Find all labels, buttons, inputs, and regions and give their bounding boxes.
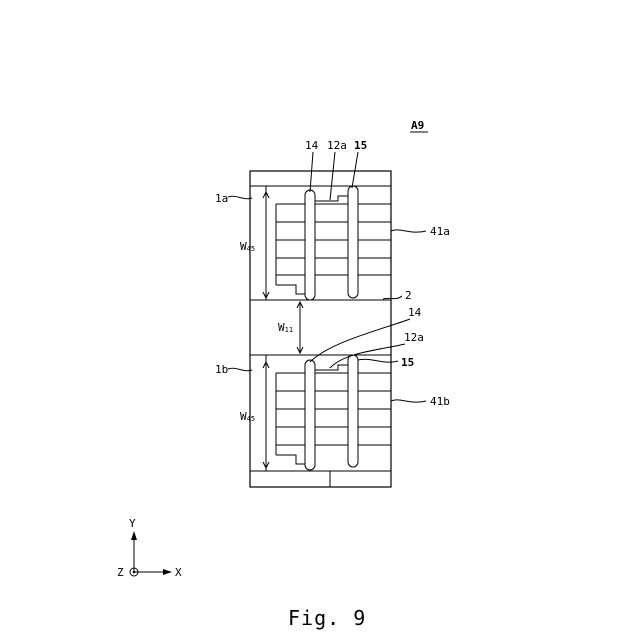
y-axis-arrowhead — [131, 531, 137, 540]
pin-15-top — [348, 186, 358, 298]
axis-label-y: Y — [129, 517, 136, 530]
axis-indicator — [130, 531, 172, 576]
leader-14-bottom — [310, 319, 410, 362]
label-41a: 41a — [430, 225, 450, 238]
outer-frame — [250, 171, 391, 487]
module-1a-inner-wall — [266, 186, 274, 300]
lead-14-top — [305, 190, 315, 300]
leader-15-top — [352, 152, 358, 188]
tab-12a-top — [315, 196, 348, 201]
module-1a — [263, 186, 391, 300]
label-41b: 41b — [430, 395, 450, 408]
lead-14-bottom — [305, 360, 315, 470]
label-w45-bottom: W45 — [240, 410, 255, 423]
pin-15-bottom — [348, 355, 358, 467]
fin-stack-41a — [276, 204, 391, 294]
label-14-top: 14 — [305, 139, 319, 152]
leader-1a — [228, 196, 252, 199]
label-1b: 1b — [215, 363, 228, 376]
axis-label-z: Z — [117, 566, 124, 579]
leader-2 — [383, 296, 402, 299]
label-1a: 1a — [215, 192, 228, 205]
leader-41b — [391, 400, 426, 402]
x-axis-arrowhead — [163, 569, 172, 575]
label-12a-top: 12a — [327, 139, 347, 152]
fin-stack-41b — [276, 373, 391, 464]
leader-12a-top — [330, 152, 335, 200]
label-14-bottom: 14 — [408, 306, 422, 319]
module-1b — [263, 355, 391, 471]
module-1b-inner-wall — [266, 355, 274, 471]
dimension-w45-top — [263, 192, 269, 298]
label-w45-top: W45 — [240, 240, 255, 253]
leader-41a — [391, 230, 426, 232]
label-15-top: 15 — [354, 139, 367, 152]
figure-caption: Fig. 9 — [288, 606, 366, 630]
z-axis-dot — [133, 571, 136, 574]
label-2: 2 — [405, 289, 412, 302]
figure-id-label: A9 — [411, 119, 424, 132]
tab-12a-bottom — [315, 365, 348, 370]
leader-1b — [228, 368, 252, 371]
axis-label-x: X — [175, 566, 182, 579]
leader-12a-bottom — [330, 344, 405, 368]
label-12a-bottom: 12a — [404, 331, 424, 344]
dimension-w11 — [297, 302, 303, 353]
leader-15-bottom — [358, 359, 398, 362]
dimension-w45-bottom — [263, 362, 269, 468]
label-w11: W11 — [278, 321, 293, 334]
label-15-bottom: 15 — [401, 356, 414, 369]
